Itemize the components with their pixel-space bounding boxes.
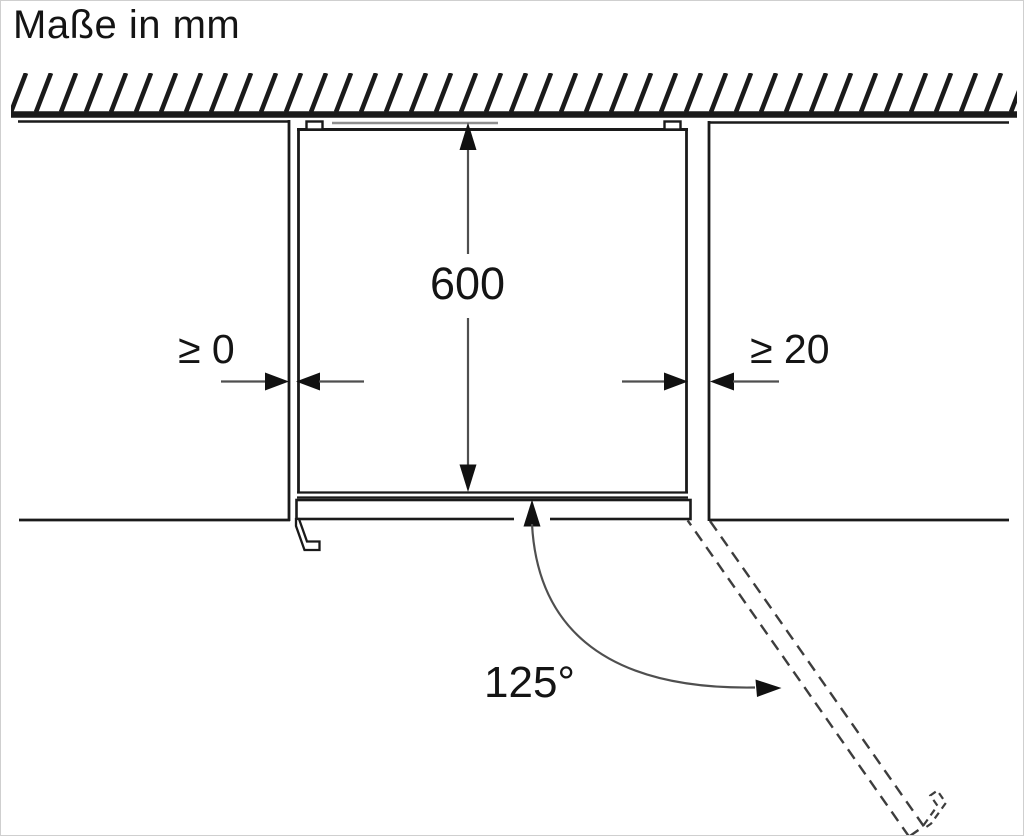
wall-hatching-icon xyxy=(11,73,1017,118)
hinge-tab-left-icon xyxy=(305,120,324,131)
arrow-right-icon xyxy=(664,372,688,391)
arrow-left-icon xyxy=(710,372,734,391)
left-clearance-label: ≥ 0 xyxy=(178,326,235,372)
appliance-niche-outline xyxy=(297,120,688,499)
door-open-dashed-outline xyxy=(686,517,948,835)
right-cabinet-outline xyxy=(707,121,1009,522)
arrow-up-icon xyxy=(523,499,541,527)
dimension-depth xyxy=(459,122,477,492)
arrow-right-icon xyxy=(755,679,782,697)
page-title: Maße in mm xyxy=(13,3,241,47)
arrow-down-icon xyxy=(459,464,477,492)
depth-dimension-label: 600 xyxy=(430,258,506,309)
door-angle-label: 125° xyxy=(484,658,576,707)
door-closed-outline xyxy=(294,498,692,552)
dimension-left-clearance xyxy=(221,372,364,391)
left-cabinet-outline xyxy=(18,120,291,522)
dimension-door-angle xyxy=(523,499,782,697)
arrow-up-icon xyxy=(459,122,477,150)
right-clearance-label: ≥ 20 xyxy=(750,326,830,372)
door-handle-open-icon xyxy=(922,789,948,830)
door-handle-icon xyxy=(294,517,321,552)
hinge-tab-right-icon xyxy=(663,120,682,131)
arrow-left-icon xyxy=(296,372,320,391)
arrow-right-icon xyxy=(265,372,289,391)
dimension-right-clearance xyxy=(622,372,779,391)
